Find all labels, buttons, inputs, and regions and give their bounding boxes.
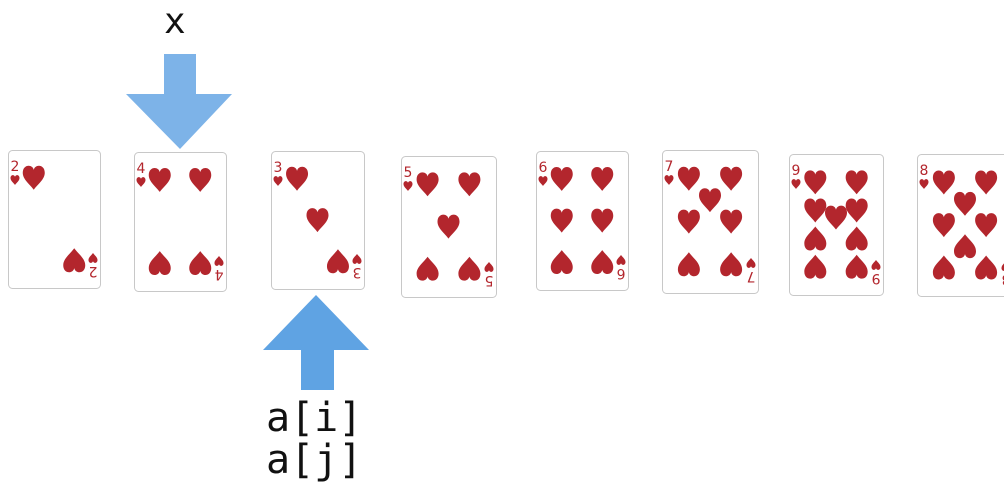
pointer-label-a-j: a[j] [266, 440, 362, 480]
card-rank-top: 3 [274, 160, 283, 176]
playing-card: 77 [663, 151, 759, 294]
card-rank-top: 6 [539, 160, 548, 176]
card-rank-top: 5 [404, 165, 413, 181]
card-rank-bottom: 3 [353, 264, 362, 280]
card-face [135, 153, 227, 292]
card-row: 2244335566779988 [9, 151, 1004, 298]
card-rank-top: 2 [11, 159, 20, 175]
pointer-label-a-i: a[i] [266, 398, 362, 438]
card-rank-bottom: 9 [872, 270, 881, 286]
card-rank-bottom: 2 [89, 263, 98, 279]
card-rank-bottom: 7 [747, 268, 756, 284]
up-arrow-icon [263, 295, 369, 390]
playing-card: 66 [537, 152, 629, 291]
playing-card: 88 [918, 155, 1004, 297]
card-face [537, 152, 629, 291]
card-rank-bottom: 4 [214, 266, 223, 282]
card-face [9, 151, 101, 289]
card-rank-top: 9 [792, 163, 801, 179]
playing-card: 55 [402, 157, 497, 298]
down-arrow-icon [126, 54, 232, 149]
playing-card: 99 [790, 155, 884, 296]
card-face [663, 151, 759, 294]
playing-card: 22 [9, 151, 101, 289]
playing-card: 44 [135, 153, 227, 292]
card-rank-top: 8 [920, 163, 929, 179]
card-rank-top: 7 [665, 159, 674, 175]
card-rank-bottom: 5 [485, 272, 494, 288]
playing-card: 33 [272, 152, 365, 290]
card-rank-top: 4 [137, 161, 146, 177]
card-rank-bottom: 6 [616, 265, 625, 281]
pointer-label-x: x [164, 4, 186, 40]
